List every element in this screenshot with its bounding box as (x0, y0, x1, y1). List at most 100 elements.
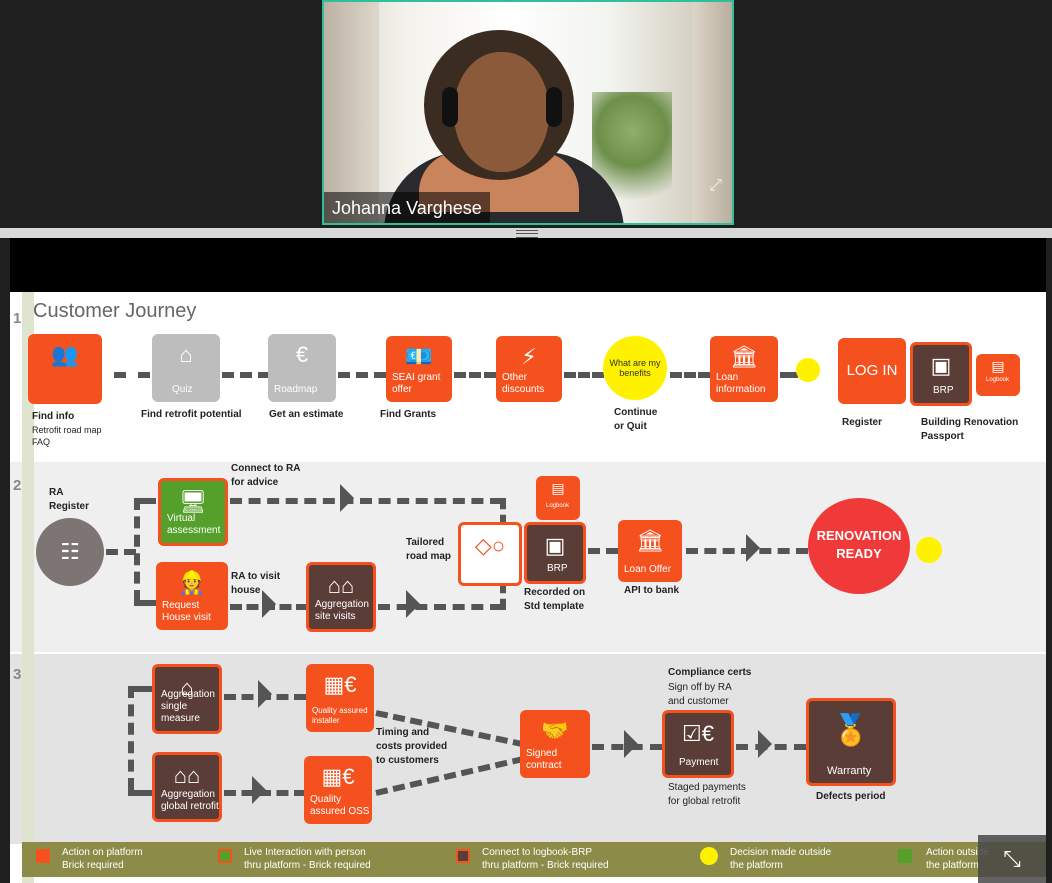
visit-caption: house (231, 585, 261, 596)
participant-name: Johanna Varghese (324, 192, 490, 223)
legend-swatch-logbook (456, 849, 470, 863)
book-icon: ▤ (551, 480, 565, 496)
side-strip (22, 292, 34, 883)
quality-installer-box: ▦€ Quality assured installer (306, 664, 374, 732)
logbook-box: ▤ Logbook (976, 354, 1020, 396)
arrow-icon (262, 590, 276, 618)
legend-swatch-outside (898, 849, 912, 863)
seai-grant-box: 💶 SEAI grant offer (386, 336, 452, 402)
ra-register-caption: Register (49, 501, 90, 512)
server-network-icon: ☷ (36, 518, 104, 586)
connector (106, 549, 136, 555)
split-divider[interactable] (0, 228, 1052, 238)
aggregation-global-retrofit-box: ⌂⌂ Aggregation global retrofit (152, 752, 222, 822)
row-number: 3 (13, 666, 22, 683)
connector (114, 372, 150, 378)
checklist-euro-icon: ☑€ (682, 721, 714, 746)
quiz-box: ⌂ Quiz (152, 334, 220, 402)
book-icon: ▤ (991, 358, 1005, 374)
aggregation-single-measure-box: ⌂ Aggregation single measure (152, 664, 222, 734)
register-caption: Register (842, 417, 883, 428)
participant-video-tile[interactable]: Johanna Varghese ⤢ (322, 0, 734, 225)
quit-caption: or Quit (614, 421, 647, 432)
arrow-icon (746, 534, 760, 562)
brp-caption: Passport (921, 431, 964, 442)
connect-caption: for advice (231, 477, 279, 488)
houses-icon: ⌂⌂ (327, 573, 355, 598)
timing-caption: Timing and (376, 727, 430, 738)
drag-handle-icon[interactable] (516, 230, 538, 238)
brp-box: ▣ BRP (910, 342, 972, 406)
legend-swatch-live (218, 849, 232, 863)
bank-icon: 🏛 (636, 528, 664, 553)
headset-icon (442, 87, 458, 127)
expand-icon[interactable]: ⤢ (709, 177, 722, 194)
connector (230, 498, 502, 504)
curtain-left (324, 2, 379, 223)
tailored-roadmap-box: ◇○ (458, 522, 522, 586)
decision-dot (916, 537, 942, 563)
connector (134, 498, 156, 504)
slide-title: Customer Journey (33, 300, 197, 322)
curtain-right (692, 2, 732, 223)
connector (222, 372, 270, 378)
ra-register-caption: RA (49, 487, 64, 498)
arrow-icon (258, 680, 272, 708)
arrow-icon (406, 590, 420, 618)
recorded-caption: Recorded on (524, 587, 586, 598)
connect-caption: Connect to RA (231, 463, 301, 474)
find-info-caption: Find info (32, 411, 75, 422)
headset-icon (546, 87, 562, 127)
connector (500, 582, 506, 610)
minimize-icon[interactable]: ⤡ (978, 835, 1046, 883)
payment-box: ☑€ Payment (662, 710, 734, 778)
timing-caption: to customers (376, 755, 439, 766)
calendar-euro-icon: ▦€ (321, 764, 355, 789)
legend-swatch-decision (700, 847, 718, 865)
connector (500, 498, 506, 526)
find-info-sub: Retrofit road map (32, 425, 102, 435)
roof-icon: ⌂ (180, 675, 194, 700)
signoff-caption: and customer (668, 696, 729, 707)
connector (454, 372, 496, 378)
virtual-assessment-box: 🖥 Virtual assessment (158, 478, 228, 546)
arrow-icon (252, 776, 266, 804)
compliance-caption: Compliance certs (668, 667, 752, 678)
row-number: 1 (13, 310, 22, 327)
roadmap-box: € Roadmap (268, 334, 336, 402)
connector (564, 372, 604, 378)
house-doc-icon: ▣ (544, 533, 566, 558)
find-info-box: 👥 (28, 334, 102, 404)
house-doc-icon: ▣ (930, 353, 952, 378)
login-box: LOG IN (838, 338, 906, 404)
potential-caption: Find retrofit potential (141, 409, 242, 420)
computer-eye-icon: 🖥 (179, 489, 207, 514)
connector (128, 790, 152, 796)
euro-steps-icon: € (295, 342, 309, 367)
request-house-visit-box: 👷 Request House visit (156, 562, 228, 630)
arrow-icon (340, 484, 354, 512)
signoff-caption: Sign off by RA (668, 682, 732, 693)
lightning-euro-icon: ⚡ (521, 344, 537, 369)
grants-caption: Find Grants (380, 409, 437, 420)
legend-swatch-action (36, 849, 50, 863)
defects-caption: Defects period (816, 791, 886, 802)
flowchart-icon: ◇○ (474, 533, 506, 558)
connector (780, 372, 798, 378)
quality-oss-box: ▦€ Quality assured OSS (304, 756, 372, 824)
signed-contract-box: 🤝 Signed contract (520, 710, 590, 778)
recorded-caption: Std template (524, 601, 585, 612)
row-number: 2 (13, 477, 22, 494)
connector (128, 686, 152, 692)
tailored-caption: Tailored (406, 537, 445, 548)
timing-caption: costs provided (376, 741, 448, 752)
calendar-euro-icon: ▦€ (323, 672, 357, 697)
connector (134, 600, 156, 606)
arrow-icon (624, 730, 638, 758)
award-ribbon-icon: 🏅 (832, 714, 870, 747)
